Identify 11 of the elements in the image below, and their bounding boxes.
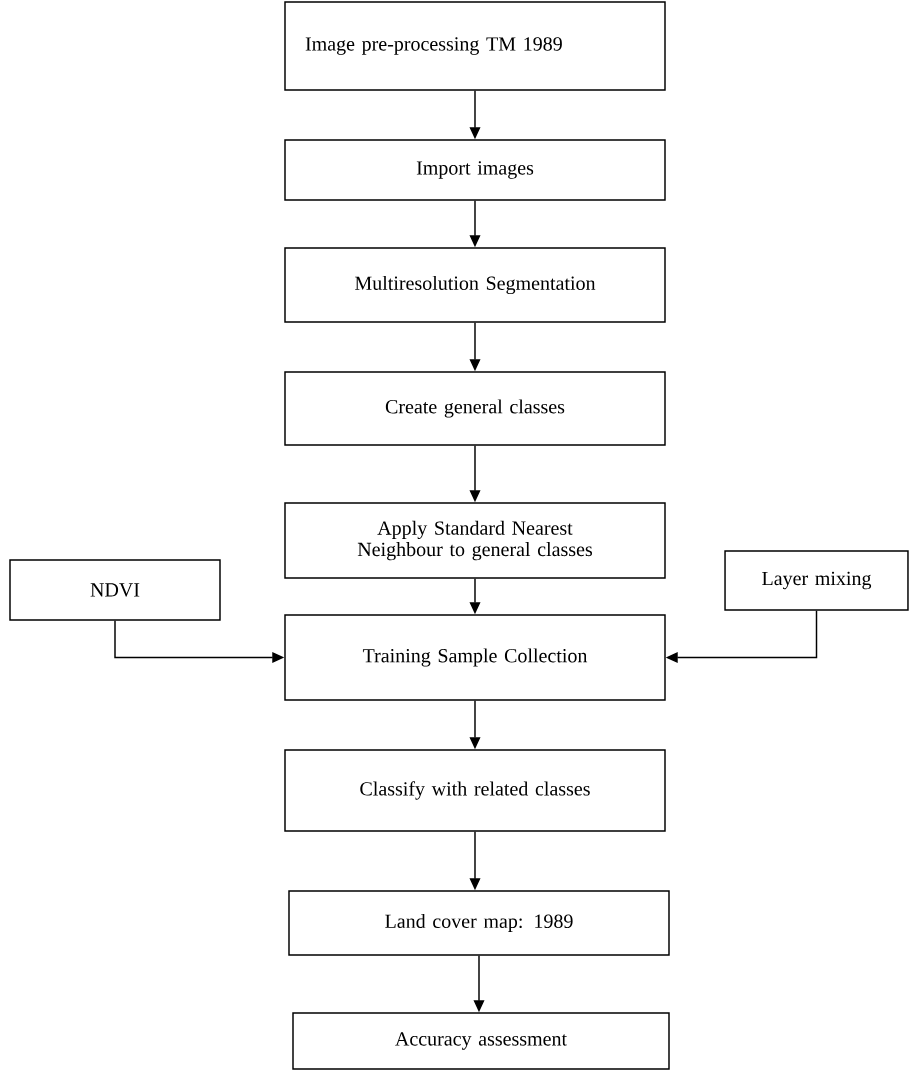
process-box: NDVI	[9, 559, 221, 621]
process-box: Land cover map: 1989	[288, 890, 670, 956]
process-box: Apply Standard Nearest Neighbour to general classes	[284, 502, 666, 579]
process-box: Classify with related classes	[284, 749, 666, 832]
process-box: Layer mixing	[724, 550, 909, 611]
process-box: Accuracy assessment	[292, 1012, 670, 1070]
process-box: Create general classes	[284, 371, 666, 446]
process-box: Training Sample Collection	[284, 614, 666, 701]
process-box: Multiresolution Segmentation	[284, 247, 666, 323]
process-box: Image pre-processing TM 1989	[284, 1, 666, 91]
process-box: Import images	[284, 139, 666, 201]
